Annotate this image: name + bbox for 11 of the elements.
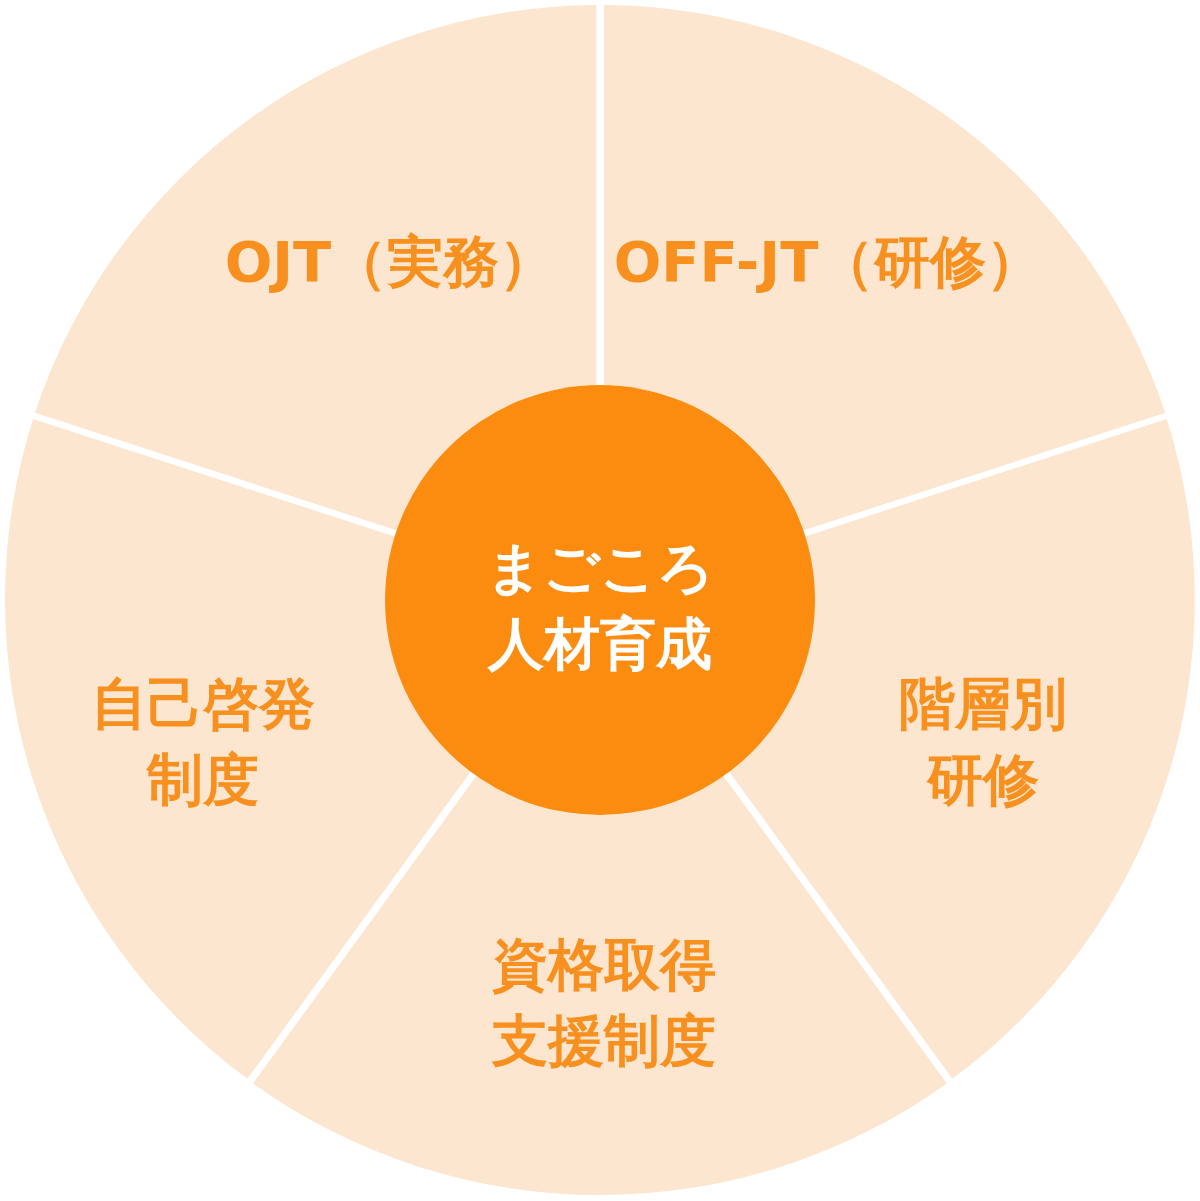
segment-label: 階層別研修 xyxy=(898,669,1068,814)
wheel-segment xyxy=(5,419,471,1080)
wheel-segment xyxy=(729,419,1195,1080)
segment-label: 資格取得支援制度 xyxy=(490,930,717,1075)
segment-label: OJT（実務） xyxy=(224,227,556,296)
wheel-segment xyxy=(603,5,1165,531)
center-circle xyxy=(385,385,815,815)
segment-label: 自己啓発制度 xyxy=(90,669,316,814)
wheel-segment xyxy=(35,5,597,531)
segment-label: OFF-JT（研修） xyxy=(613,227,1043,296)
center-label: まごころ人材育成 xyxy=(485,533,715,678)
